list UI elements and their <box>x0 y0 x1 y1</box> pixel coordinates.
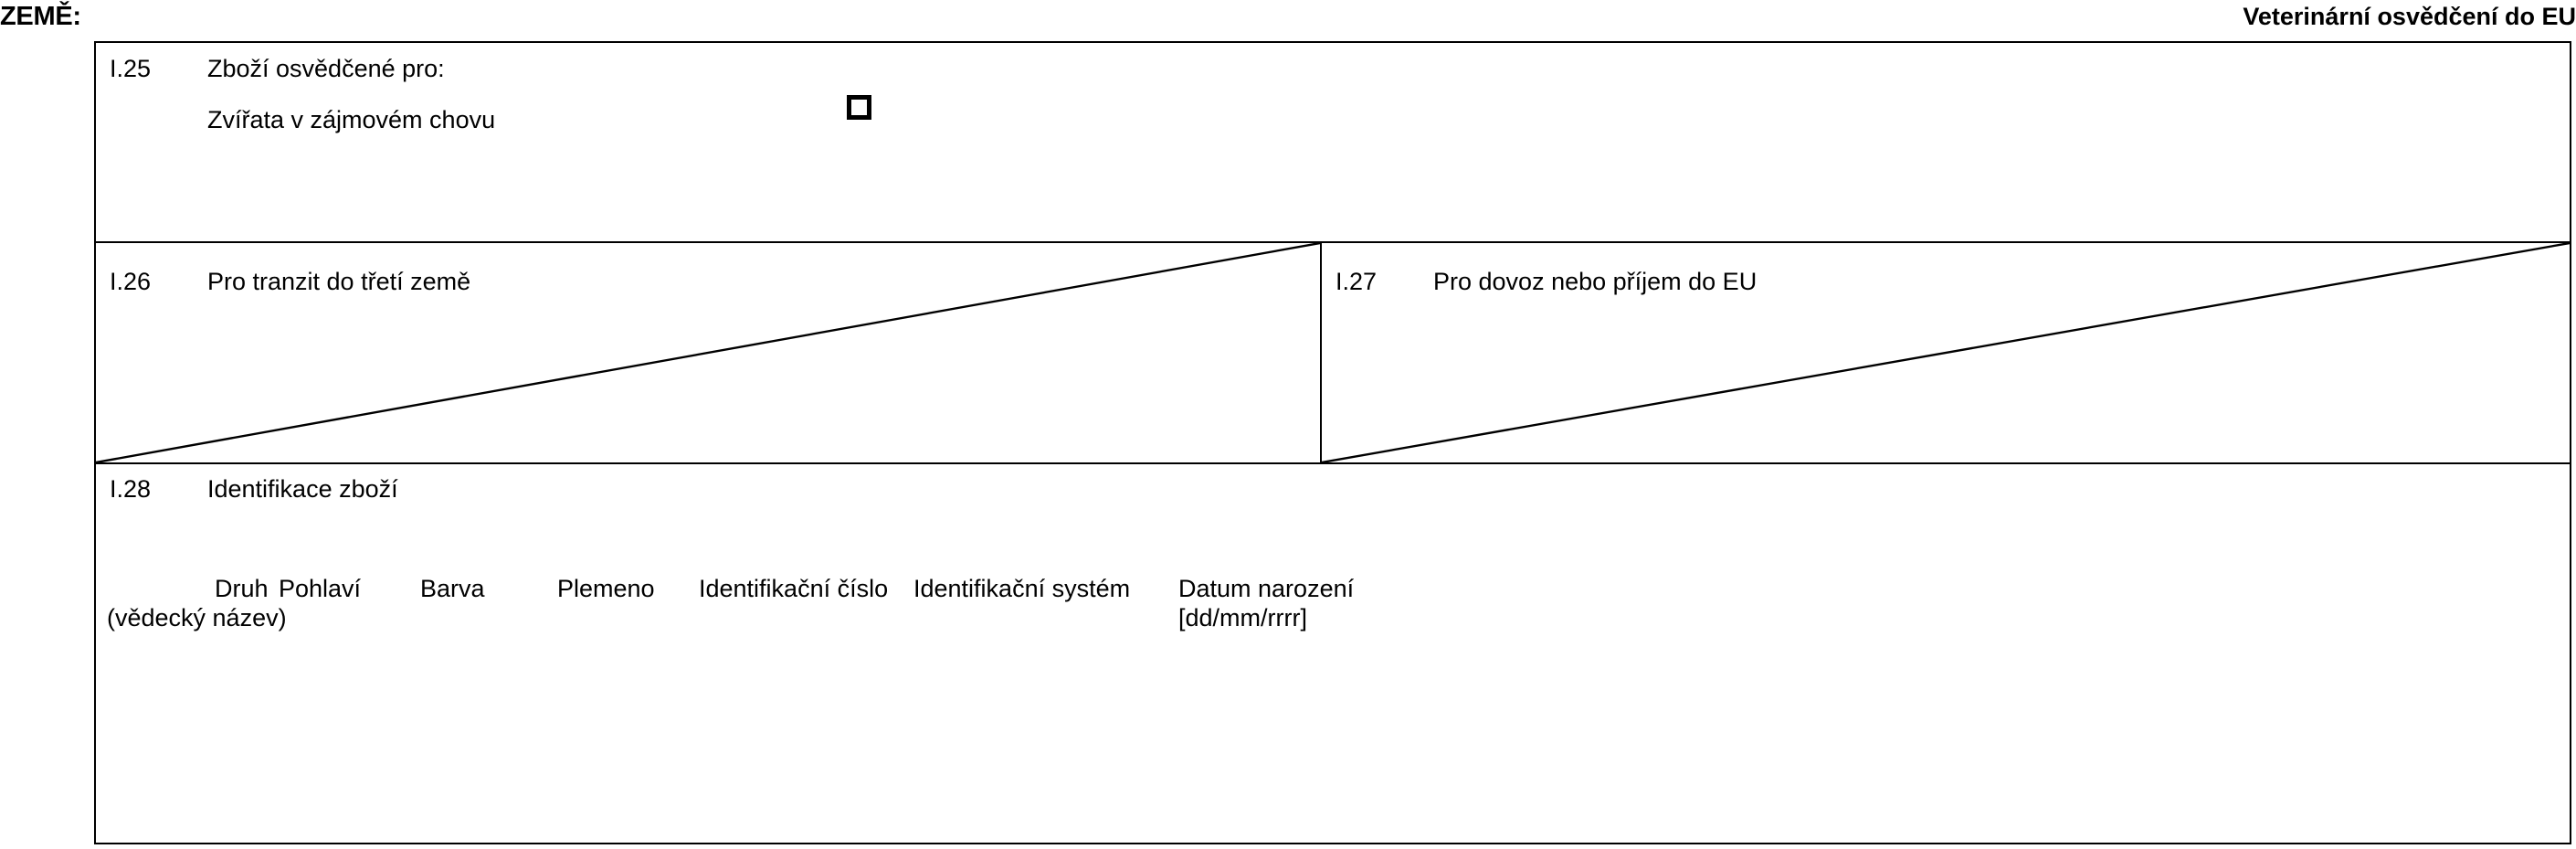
column-header-species-label: Druh <box>215 575 269 602</box>
section-i25-option-label: Zvířata v zájmovém chovu <box>207 106 496 133</box>
column-header-identification-system: Identifikační systém <box>913 574 1130 603</box>
section-i27-code: I.27 <box>1336 267 1378 296</box>
section-i26-label: Pro tranzit do třetí země <box>207 267 471 296</box>
column-header-date-of-birth-format: [dd/mm/rrrr] <box>1178 604 1307 631</box>
country-label: ZEMĚ: <box>0 2 81 31</box>
section-i25: I.25 Zboží osvědčené pro: Zvířata v zájm… <box>96 43 2570 243</box>
section-i25-code: I.25 <box>110 55 152 82</box>
column-header-identification-system-label: Identifikační systém <box>913 575 1131 602</box>
section-i27: I.27 Pro dovoz nebo příjem do EU <box>1322 243 2570 464</box>
column-header-identification-number-label: Identifikační číslo <box>699 575 889 602</box>
column-header-sex: Pohlaví <box>279 574 361 603</box>
column-header-colour: Barva <box>420 574 485 603</box>
column-header-breed-label: Plemeno <box>557 575 655 602</box>
section-i26-code: I.26 <box>110 267 152 296</box>
section-i28-label: Identifikace zboží <box>207 475 398 503</box>
column-header-identification-number: Identifikační číslo <box>699 574 888 603</box>
section-i25-label: Zboží osvědčené pro: <box>207 55 445 82</box>
document-title: Veterinární osvědčení do EU <box>2243 3 2576 30</box>
column-header-species-sub: (vědecký název) <box>107 604 287 631</box>
column-header-date-of-birth: Datum narození [dd/mm/rrrr] <box>1178 574 1355 631</box>
column-header-sex-label: Pohlaví <box>279 575 362 602</box>
certificate-table: I.25 Zboží osvědčené pro: Zvířata v zájm… <box>94 41 2571 844</box>
column-header-colour-label: Barva <box>420 575 485 602</box>
column-header-date-of-birth-label: Datum narození <box>1178 575 1355 602</box>
page-header: ZEMĚ: Veterinární osvědčení do EU <box>0 0 2576 37</box>
section-i28-code: I.28 <box>110 475 152 503</box>
column-header-breed: Plemeno <box>557 574 655 603</box>
goods-identification-column-headers: Druh (vědecký název) Pohlaví Barva Pleme… <box>96 574 2570 684</box>
section-i28: I.28 Identifikace zboží Druh (vědecký ná… <box>96 464 2570 843</box>
column-header-species: Druh (vědecký název) <box>107 574 287 631</box>
pet-animals-checkbox[interactable] <box>847 95 871 120</box>
section-i26: I.26 Pro tranzit do třetí země <box>96 243 1322 464</box>
section-i27-label: Pro dovoz nebo příjem do EU <box>1433 267 1758 296</box>
